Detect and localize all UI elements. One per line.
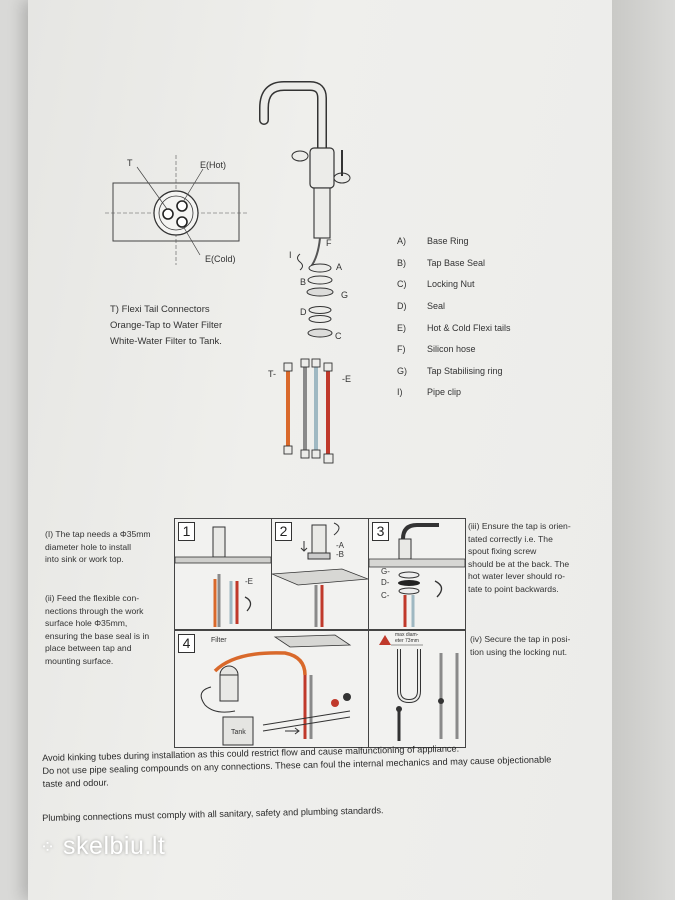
label-cold: E(Cold) [205,254,236,264]
label-hot: E(Hot) [200,160,227,170]
parts-list: A)Base Ring B)Tap Base Seal C)Locking Nu… [397,236,511,397]
panel-4-drawing [200,634,352,746]
panel-5-drawing [379,635,459,741]
panel-number: 4 [178,634,195,653]
label-g: G [341,290,349,300]
panel-step-5: max diam- eter 73mm [368,630,466,748]
label-t-tail: T- [268,369,276,379]
label-f: F [326,238,332,248]
flexi-line: T) Flexi Tail Connectors [110,304,210,315]
panel-4-label-tank: Tank [231,729,246,736]
panel-5-max-diameter-note: max diam- eter 73mm [395,632,419,644]
panel-step-2: 2 -A -B [271,518,369,630]
faucet-exploded-diagram [259,81,351,464]
label-t: T [127,158,133,168]
panel-number: 3 [372,522,389,541]
panel-3-label-g: G- [381,567,390,576]
label-c: C [335,331,342,341]
panel-step-1: 1 -E [174,518,272,630]
top-view-diagram [105,155,247,265]
panel-3-label-d: D- [381,578,390,587]
panel-1-drawing [175,526,271,627]
warning-icon [379,635,391,645]
label-d: D [300,307,307,317]
label-i: I [289,250,292,260]
flexi-line: White-Water Filter to Tank. [110,336,222,347]
panel-2-label-b: -B [336,550,344,559]
panel-step-3: 3 G- D- C- [368,518,466,630]
panel-3-drawing [369,523,465,627]
flexi-tail-note: T) Flexi Tail Connectors Orange-Tap to W… [110,302,222,350]
panel-3-label-c: C- [381,591,390,600]
flexi-line: Orange-Tap to Water Filter [110,320,223,331]
label-a: A [336,262,343,272]
watermark-text: skelbiu.lt [63,832,166,860]
step-3-text: (iii) Ensure the tap is orien-tated corr… [468,521,571,594]
panel-number: 2 [275,522,292,541]
label-b: B [300,277,307,287]
step-2-text: (ii) Feed the flexible con-nections thro… [45,593,150,666]
next-page-edge [612,0,675,900]
label-e-tail: -E [342,374,351,384]
panel-4-label-filter: Filter [211,637,227,644]
dots-logo-icon: ⁘ [40,836,56,857]
step-4-text: (iv) Secure the tap in posi-tion using t… [470,634,571,657]
watermark-logo: ⁘ skelbiu.lt [40,832,165,861]
panel-2-drawing [272,522,368,627]
panel-step-4: 4 Filter Tank [174,630,369,748]
panel-2-label-a: -A [336,541,344,550]
panel-number: 1 [178,522,195,541]
panel-1-label-e: -E [245,577,253,586]
